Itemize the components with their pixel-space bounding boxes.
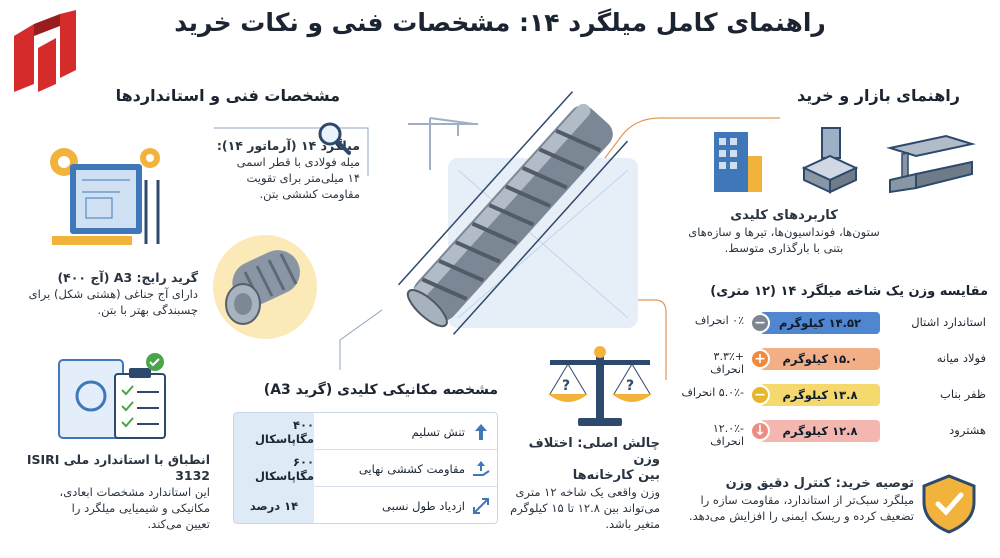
balance-scale-icon: ? ? xyxy=(540,340,660,432)
factory-name: هشترود xyxy=(949,423,986,437)
factory-name: ظفر بناب xyxy=(940,387,986,401)
applications-info: کاربردهای کلیدی ستون‌ها، فونداسیون‌ها، ت… xyxy=(676,208,892,256)
rebar-end-image xyxy=(205,232,325,342)
page-title: راهنمای کامل میلگرد ۱۴: مشخصات فنی و نکا… xyxy=(174,8,826,37)
table-row: ۶۰۰ مگاپاسکال مقاومت کششی نهایی xyxy=(234,450,497,487)
grade-line: چسبندگی بهتر با بتن. xyxy=(97,303,198,317)
deviation-label: -۱۲.۰٪ انحراف xyxy=(710,422,744,448)
deviation-label: +۳.۳٪ انحراف xyxy=(710,350,744,376)
factory-name: فولاد میانه xyxy=(936,351,986,365)
svg-text:?: ? xyxy=(626,378,634,394)
standard-line: مکانیکی و شیمیایی میلگرد را xyxy=(71,501,210,515)
weight-bar: ۱۴.۵۲ کیلوگرم xyxy=(760,312,880,334)
standard-line: این استاندارد مشخصات ابعادی، xyxy=(59,485,210,499)
challenge-line: وزن واقعی یک شاخه ۱۲ متری xyxy=(515,485,660,499)
table-value: ۴۰۰ مگاپاسکال xyxy=(234,413,314,450)
comparison-row: -۱۲.۰٪ انحراف ۱۲.۸ کیلوگرم↓ هشترود xyxy=(680,418,990,448)
mechanical-table: ۴۰۰ مگاپاسکال تنش تسلیم ۶۰۰ مگاپاسکال مق… xyxy=(233,412,498,524)
tip-line: میلگرد سبک‌تر از استاندارد، مقاومت سازه … xyxy=(700,493,914,507)
factory-name: استاندارد اشتال xyxy=(911,315,986,329)
left-section-title: مشخصات فنی و استانداردها xyxy=(115,86,340,105)
applications-line: بتنی با بارگذاری متوسط. xyxy=(724,241,844,255)
applications-heading: کاربردهای کلیدی xyxy=(730,208,838,223)
rebar-intro-line: میله فولادی با قطر اسمی xyxy=(236,155,360,169)
table-label: مقاومت کششی نهایی xyxy=(358,461,465,476)
diagonal-arrow-icon xyxy=(473,498,489,514)
tip-heading: توصیه خرید: کنترل دقیق وزن xyxy=(725,476,914,491)
building-icon xyxy=(706,126,766,196)
purchase-tip: توصیه خرید: کنترل دقیق وزن میلگرد سبک‌تر… xyxy=(650,476,914,524)
weight-bar: ۱۲.۸ کیلوگرم xyxy=(760,420,880,442)
blueprint-icon xyxy=(42,140,172,255)
grade-line: دارای آج جناغی (هشتی شکل) برای xyxy=(28,287,198,301)
comparison-title: مقایسه وزن یک شاخه میلگرد ۱۴ (۱۲ متری) xyxy=(710,284,988,299)
challenge-line: متغیر باشد. xyxy=(605,517,660,531)
table-value: ۱۴ درصد xyxy=(234,487,314,523)
rebar-intro: میلگرد ۱۴ (آرماتور ۱۴): میله فولادی با ق… xyxy=(188,138,360,202)
right-section-title: راهنمای بازار و خرید xyxy=(796,86,960,105)
shield-check-icon xyxy=(918,472,980,534)
hand-arrow-icon xyxy=(473,461,490,476)
challenge-info: چالش اصلی: اختلاف وزن بین کارخانه‌ها وزن… xyxy=(500,436,660,532)
challenge-line: می‌تواند بین ۱۲.۸ تا ۱۵ کیلوگرم xyxy=(510,501,660,515)
brand-logo xyxy=(10,10,78,92)
deviation-label: -۵.۰٪ انحراف xyxy=(681,386,744,399)
i-beam-icon xyxy=(886,134,976,194)
mechanical-title: مشخصه مکانیکی کلیدی (گرید A3) xyxy=(263,382,498,398)
applications-line: ستون‌ها، فونداسیون‌ها، تیرها و سازه‌های xyxy=(688,225,880,239)
grade-heading: گرید رایج: A3 (آج ۴۰۰) xyxy=(57,270,198,285)
foundation-block-icon xyxy=(800,122,860,196)
comparison-row: -۵.۰٪ انحراف ۱۳.۸ کیلوگرم− ظفر بناب xyxy=(680,382,990,410)
challenge-heading: بین کارخانه‌ها xyxy=(572,468,660,483)
deviation-label: ۰٪ انحراف xyxy=(694,314,744,327)
standard-info: انطباق با استاندارد ملی ISIRI 3132 این ا… xyxy=(14,452,210,532)
central-rebar-illustration xyxy=(368,78,658,340)
table-label: ازدیاد طول نسبی xyxy=(382,498,465,513)
deviation-badge-icon: ↓ xyxy=(750,421,770,441)
svg-text:?: ? xyxy=(562,378,570,394)
table-row: ۴۰۰ مگاپاسکال تنش تسلیم xyxy=(234,413,497,450)
rebar-intro-line: مقاومت کششی بتن. xyxy=(259,187,360,201)
table-label: تنش تسلیم xyxy=(411,424,465,439)
magnifier-icon xyxy=(316,120,352,156)
standard-heading: انطباق با استاندارد ملی ISIRI 3132 xyxy=(26,452,210,483)
standard-document-icon xyxy=(55,352,173,442)
table-row: ۱۴ درصد ازدیاد طول نسبی xyxy=(234,487,497,523)
rebar-intro-line: ۱۴ میلی‌متر برای تقویت xyxy=(246,171,360,185)
deviation-badge-icon: + xyxy=(750,349,770,369)
weight-bar: ۱۵.۰ کیلوگرم xyxy=(760,348,880,370)
weight-bar: ۱۳.۸ کیلوگرم xyxy=(760,384,880,406)
deviation-badge-icon: − xyxy=(750,385,770,405)
tip-line: تضعیف کرده و ریسک ایمنی را افزایش می‌دهد… xyxy=(688,509,914,523)
table-value: ۶۰۰ مگاپاسکال xyxy=(234,450,314,487)
comparison-row: ۰٪ انحراف ۱۴.۵۲ کیلوگرم− استاندارد اشتال xyxy=(680,310,990,338)
deviation-badge-icon: − xyxy=(750,313,770,333)
comparison-row: +۳.۳٪ انحراف ۱۵.۰ کیلوگرم+ فولاد میانه xyxy=(680,346,990,376)
challenge-heading: چالش اصلی: اختلاف وزن xyxy=(528,436,660,467)
arrow-up-icon xyxy=(475,424,487,440)
grade-info: گرید رایج: A3 (آج ۴۰۰) دارای آج جناغی (ه… xyxy=(20,270,198,318)
standard-line: تعیین می‌کند. xyxy=(147,517,210,531)
